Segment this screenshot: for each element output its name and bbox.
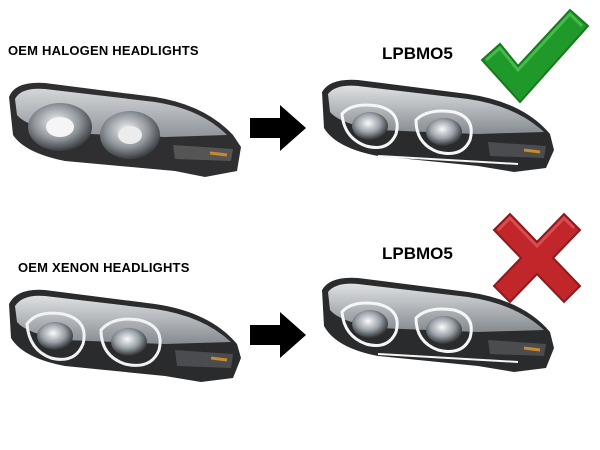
halogen-headlights-label: OEM HALOGEN HEADLIGHTS [8,43,199,58]
lpbmo5-headlight-image-1 [322,79,554,172]
cross-icon [492,212,582,304]
xenon-headlight-image [9,289,241,382]
lpbmo5-headlight-image-2 [322,277,554,372]
xenon-headlights-label: OEM XENON HEADLIGHTS [18,260,190,275]
halogen-headlight-image [9,82,241,177]
right-arrow-icon [250,312,306,358]
lpbmo5-label-2: LPBMO5 [382,244,453,263]
checkmark-icon [480,8,590,104]
lpbmo5-label-1: LPBMO5 [382,44,453,63]
right-arrow-icon [250,105,306,151]
